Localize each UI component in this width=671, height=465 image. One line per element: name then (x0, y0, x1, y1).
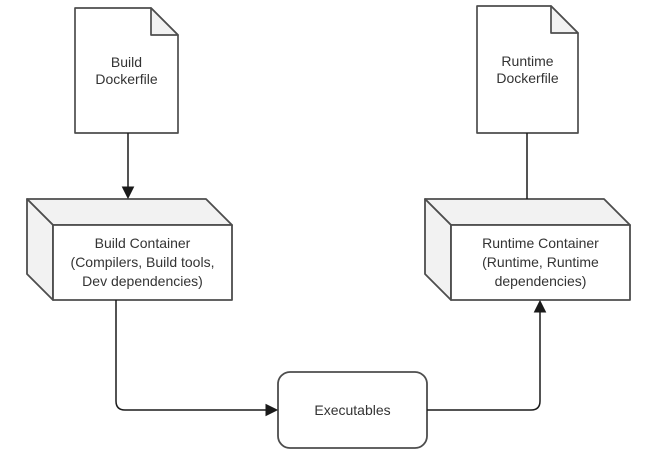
arrowhead-up-icon (533, 299, 547, 313)
edge-executables-to-runtime-container (427, 299, 547, 411)
build-dockerfile-node (74, 7, 179, 134)
executables-node (277, 371, 428, 449)
runtime-container-node (424, 198, 631, 301)
runtime-container-cube-top-face (424, 198, 631, 226)
edge-build-container-to-executables (115, 300, 279, 417)
runtime-dockerfile-node (476, 5, 579, 134)
edge-line (115, 300, 266, 411)
arrowhead-down-icon (121, 186, 135, 200)
build-dockerfile-note-shape (74, 7, 179, 134)
build-dockerfile-fold-icon (150, 7, 179, 36)
runtime-dockerfile-fold-icon (550, 5, 579, 34)
build-container-node (26, 198, 233, 301)
arrowhead-right-icon (265, 403, 279, 417)
build-container-cube-front-face (52, 224, 233, 301)
edge-line (427, 312, 541, 411)
build-container-cube-top-face (26, 198, 233, 226)
edge-build-dockerfile-to-build-container (121, 133, 135, 200)
runtime-dockerfile-note-shape (476, 5, 579, 134)
runtime-container-cube-front-face (450, 224, 631, 301)
